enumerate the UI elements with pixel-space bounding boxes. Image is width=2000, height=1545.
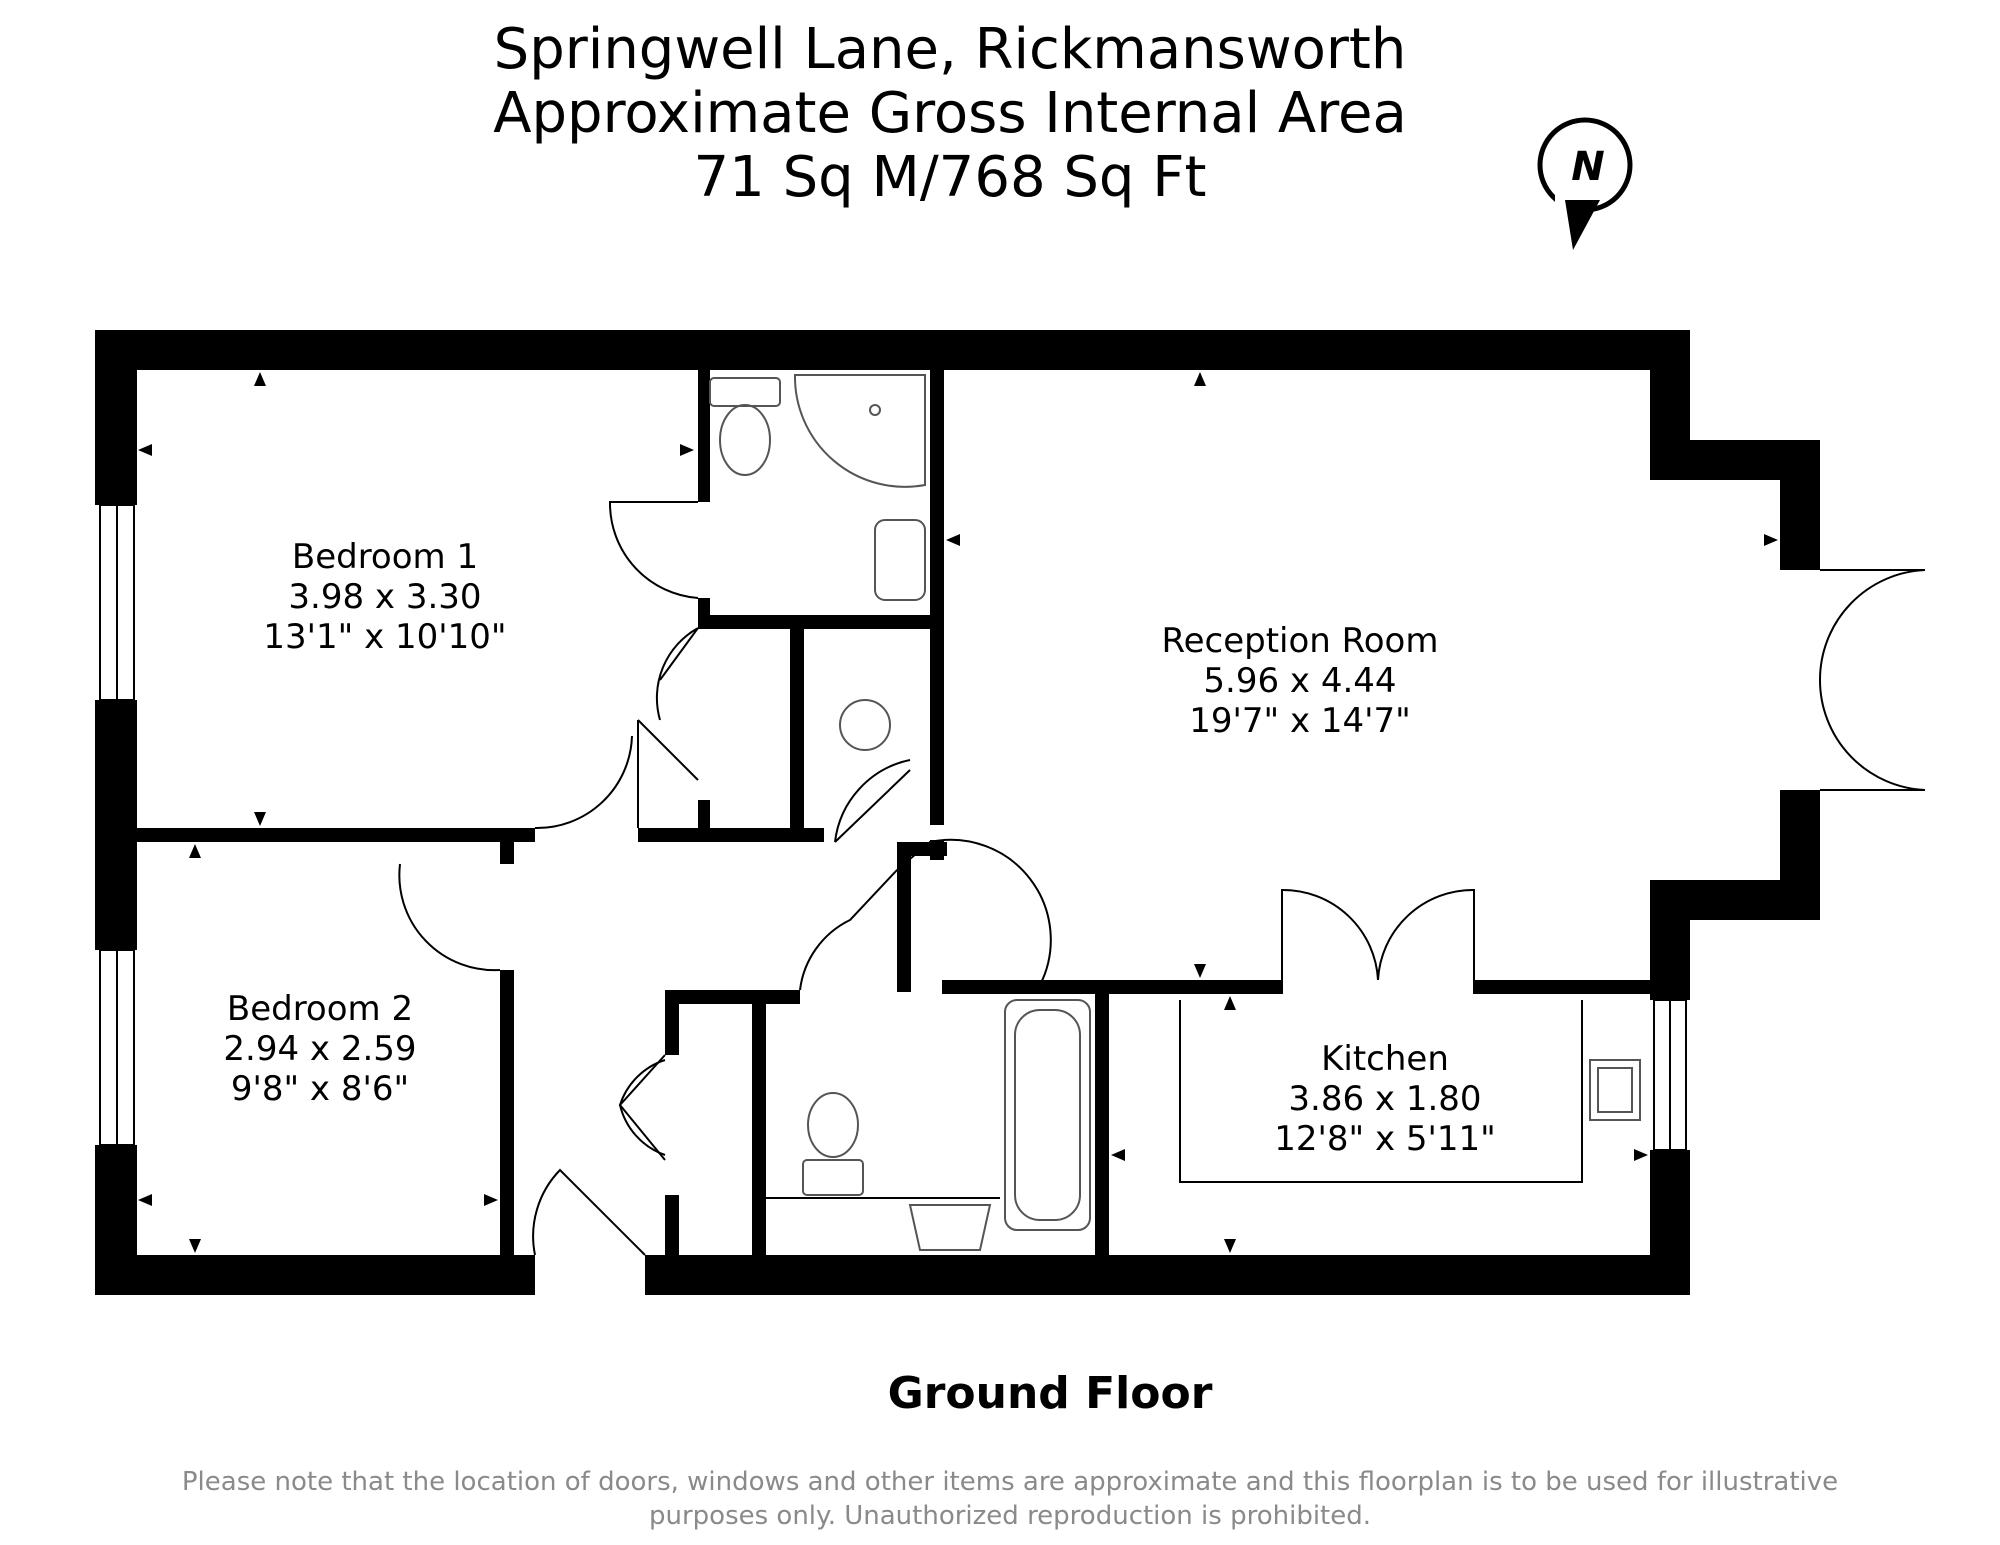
disclaimer: Please note that the location of doors, … — [120, 1466, 1900, 1534]
shower-tray-icon — [793, 374, 926, 488]
room-labels: Bedroom 1 3.98 x 3.30 13'1" x 10'10" Bed… — [223, 537, 1495, 1159]
bathtub-icon — [1004, 999, 1091, 1231]
reception-metric: 5.96 x 4.44 — [1203, 661, 1396, 701]
windows — [99, 504, 1925, 1151]
fixtures — [709, 374, 1641, 1251]
wc-basin-icon — [908, 1204, 992, 1251]
toilet-icon — [807, 1092, 859, 1158]
bedroom1-metric: 3.98 x 3.30 — [288, 577, 481, 617]
reception-name: Reception Room — [1162, 621, 1439, 661]
address-title: Springwell Lane, Rickmansworth — [493, 17, 1407, 82]
walls — [95, 330, 1820, 1295]
kitchen-name: Kitchen — [1321, 1039, 1449, 1079]
area-value: 71 Sq M/768 Sq Ft — [693, 145, 1207, 210]
kitchen-imperial: 12'8" x 5'11" — [1274, 1119, 1496, 1159]
compass-icon: N — [1537, 117, 1633, 250]
kitchen-metric: 3.86 x 1.80 — [1288, 1079, 1481, 1119]
compass-letter: N — [1571, 144, 1604, 190]
floor-name: Ground Floor — [887, 1368, 1213, 1419]
bedroom1-imperial: 13'1" x 10'10" — [263, 617, 506, 657]
toilet-cistern-icon — [709, 377, 781, 407]
bedroom2-name: Bedroom 2 — [227, 989, 413, 1029]
plan-header: Springwell Lane, Rickmansworth Approxima… — [300, 22, 1600, 214]
disclaimer-line1: Please note that the location of doors, … — [181, 1467, 1839, 1497]
measurement-markers — [138, 372, 1778, 1253]
basin-icon — [874, 519, 926, 601]
toilet-bowl-icon — [719, 404, 771, 476]
bedroom2-imperial: 9'8" x 8'6" — [231, 1069, 409, 1109]
disclaimer-line2: purposes only. Unauthorized reproduction… — [648, 1500, 1372, 1531]
kitchen-sink-icon — [1589, 1059, 1641, 1121]
area-label: Approximate Gross Internal Area — [493, 81, 1407, 146]
reception-imperial: 19'7" x 14'7" — [1189, 701, 1411, 741]
boiler-icon — [839, 699, 891, 751]
bedroom1-name: Bedroom 1 — [292, 537, 478, 577]
bedroom2-metric: 2.94 x 2.59 — [223, 1029, 416, 1069]
doors — [398, 501, 1926, 1256]
kitchen-worktop — [1179, 1000, 1583, 1183]
